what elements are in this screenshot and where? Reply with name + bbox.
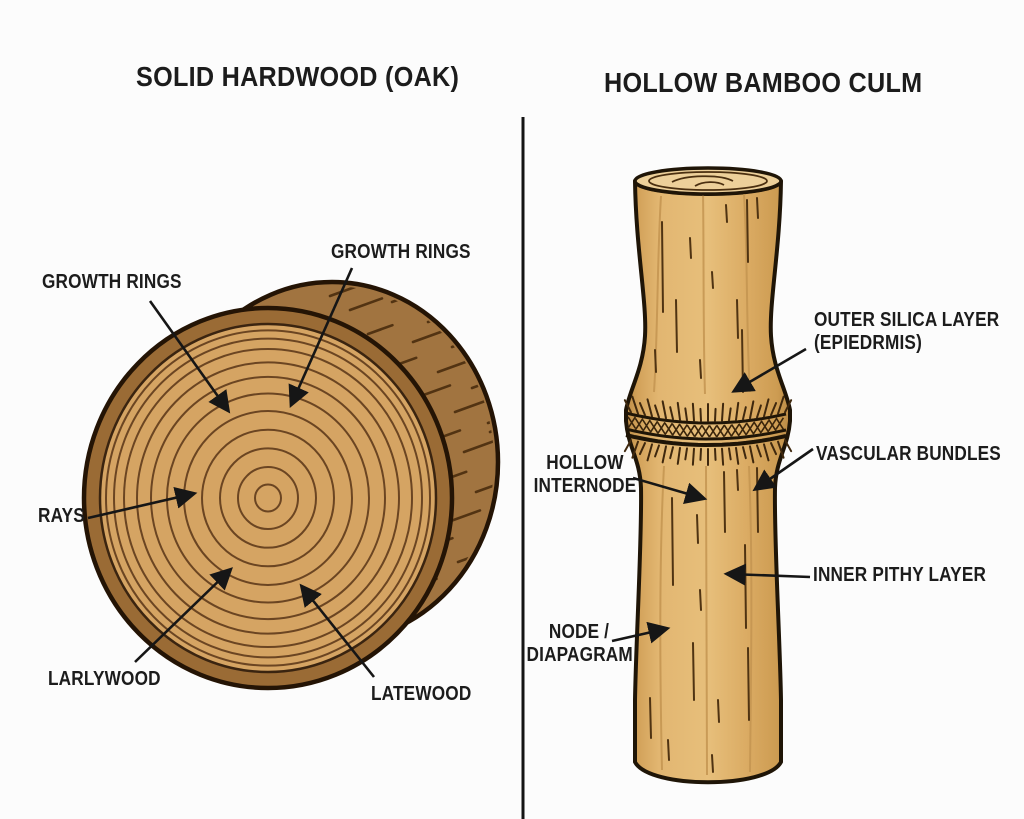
- label-node-diaphragm-line2: DIAPAGRAM: [526, 644, 633, 666]
- label-growth-rings-top: GROWTH RINGS: [331, 241, 471, 263]
- label-node-diaphragm-line1: NODE /: [548, 621, 610, 643]
- bamboo-node-band: [623, 395, 793, 466]
- arrow-growth-rings-top: [288, 267, 354, 409]
- label-growth-rings-left: GROWTH RINGS: [42, 271, 182, 293]
- oak-log-illustration: [81, 279, 501, 691]
- annotation-arrows: [87, 267, 814, 678]
- label-hollow-internode-line1: HOLLOW: [546, 452, 624, 474]
- oak-growth-rings: [105, 329, 431, 667]
- arrow-inner-pithy-layer: [723, 563, 811, 586]
- bamboo-vascular-bundle-lines: [649, 197, 759, 773]
- label-rays: RAYS: [38, 505, 85, 527]
- arrow-latewood: [299, 583, 376, 678]
- arrow-hollow-internode: [632, 476, 708, 504]
- arrow-rays: [87, 486, 198, 520]
- label-earlywood: LARLYWOOD: [48, 668, 161, 690]
- bamboo-top-opening: [633, 166, 783, 196]
- bamboo-culm-illustration: [623, 166, 793, 785]
- oak-cross-section-face: [98, 322, 438, 674]
- label-node-diaphragm: NODE / DIAPAGRAM: [526, 621, 633, 667]
- label-hollow-internode-line2: INTERNODE: [533, 475, 637, 497]
- label-vascular-bundles: VASCULAR BUNDLES: [816, 443, 1001, 465]
- bamboo-facet-lines: [653, 191, 753, 776]
- left-panel-title: SOLID HARDWOOD (OAK): [136, 61, 460, 92]
- label-latewood: LATEWOOD: [371, 683, 472, 705]
- label-hollow-internode: HOLLOW INTERNODE: [531, 452, 639, 498]
- label-outer-silica-layer-line2: (EPIEDRMIS): [814, 332, 922, 354]
- arrow-growth-rings-left: [148, 300, 231, 414]
- arrow-outer-silica-layer: [731, 347, 807, 393]
- label-inner-pithy-layer: INNER PITHY LAYER: [813, 564, 987, 586]
- label-outer-silica-layer: OUTER SILICA LAYER (EPIEDRMIS): [814, 309, 999, 355]
- arrow-node-diaphragm: [611, 621, 671, 644]
- right-panel-title: HOLLOW BAMBOO CULM: [604, 67, 923, 98]
- arrow-vascular-bundles: [752, 447, 814, 492]
- label-outer-silica-layer-line1: OUTER SILICA LAYER: [814, 309, 1000, 331]
- arrow-earlywood: [134, 567, 233, 663]
